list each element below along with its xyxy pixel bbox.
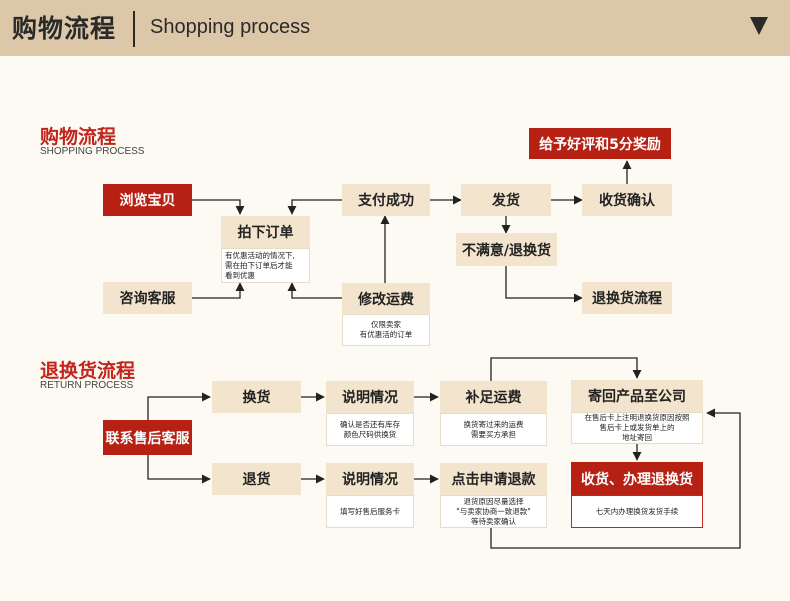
modify-shipping-note: 仅限卖家 有优惠活的订单 bbox=[342, 314, 430, 346]
arrow-contact-exchange bbox=[147, 392, 211, 420]
apply-refund-note: 退货原因尽量选择 "与卖家协商一致退款" 等待卖家确认 bbox=[440, 495, 547, 528]
order-note: 有优惠活动的情况下, 需在拍下订单后才能 看到优惠 bbox=[221, 248, 310, 283]
header-title-en: Shopping process bbox=[150, 16, 311, 38]
step-unsatisfied: 不满意/退换货 bbox=[456, 233, 557, 266]
arrow-pay-order bbox=[287, 199, 342, 215]
add-shipping-note: 换货寄过来的运费 需要买方承担 bbox=[440, 413, 547, 446]
shopping-section-title: 购物流程 bbox=[40, 126, 117, 148]
process-return-note: 七天内办理换货发货手续 bbox=[571, 495, 703, 528]
step-explain-refund: 说明情况 bbox=[326, 463, 414, 495]
step-apply-refund: 点击申请退款 bbox=[440, 463, 547, 495]
header-title-cn: 购物流程 bbox=[12, 14, 117, 43]
arrow-contact-refund bbox=[147, 455, 211, 484]
arrow-browse-order bbox=[192, 199, 245, 215]
explain-refund-note: 填写好售后服务卡 bbox=[326, 495, 414, 528]
step-return-flow: 退换货流程 bbox=[582, 282, 672, 314]
returns-section-subtitle: RETURN PROCESS bbox=[40, 380, 134, 391]
page-header: 购物流程 Shopping process bbox=[0, 0, 790, 56]
header-divider bbox=[133, 11, 135, 47]
step-explain-exchange: 说明情况 bbox=[326, 381, 414, 413]
step-ship: 发货 bbox=[461, 184, 551, 216]
step-exchange: 换货 bbox=[212, 381, 301, 413]
arrow-unsatisfied-return bbox=[505, 266, 583, 303]
step-pay: 支付成功 bbox=[342, 184, 430, 216]
arrow-add-sendback bbox=[490, 357, 642, 381]
step-process-return: 收货、办理退换货 bbox=[571, 462, 703, 495]
step-order: 拍下订单 bbox=[221, 216, 310, 248]
arrow-modify-order bbox=[287, 282, 342, 299]
step-modify-shipping: 修改运费 bbox=[342, 283, 430, 314]
chevron-down-icon[interactable] bbox=[750, 17, 768, 35]
arrow-consult-order bbox=[192, 282, 245, 299]
returns-section-title: 退换货流程 bbox=[40, 360, 136, 382]
step-review-reward: 给予好评和5分奖励 bbox=[529, 128, 671, 159]
step-send-back: 寄回产品至公司 bbox=[571, 380, 703, 412]
step-add-shipping: 补足运费 bbox=[440, 381, 547, 413]
step-consult: 咨询客服 bbox=[103, 282, 192, 314]
shopping-section-subtitle: SHOPPING PROCESS bbox=[40, 146, 145, 157]
explain-exchange-note: 确认是否还有库存 颜色尺码供换货 bbox=[326, 413, 414, 446]
step-refund: 退货 bbox=[212, 463, 301, 495]
send-back-note: 在售后卡上注明退换货原因按照 售后卡上或发货单上的 地址寄回 bbox=[571, 412, 703, 444]
arrow-apply-sendback bbox=[490, 408, 741, 549]
step-contact-aftersales: 联系售后客服 bbox=[103, 420, 192, 455]
step-receive: 收货确认 bbox=[582, 184, 672, 216]
step-browse: 浏览宝贝 bbox=[103, 184, 192, 216]
